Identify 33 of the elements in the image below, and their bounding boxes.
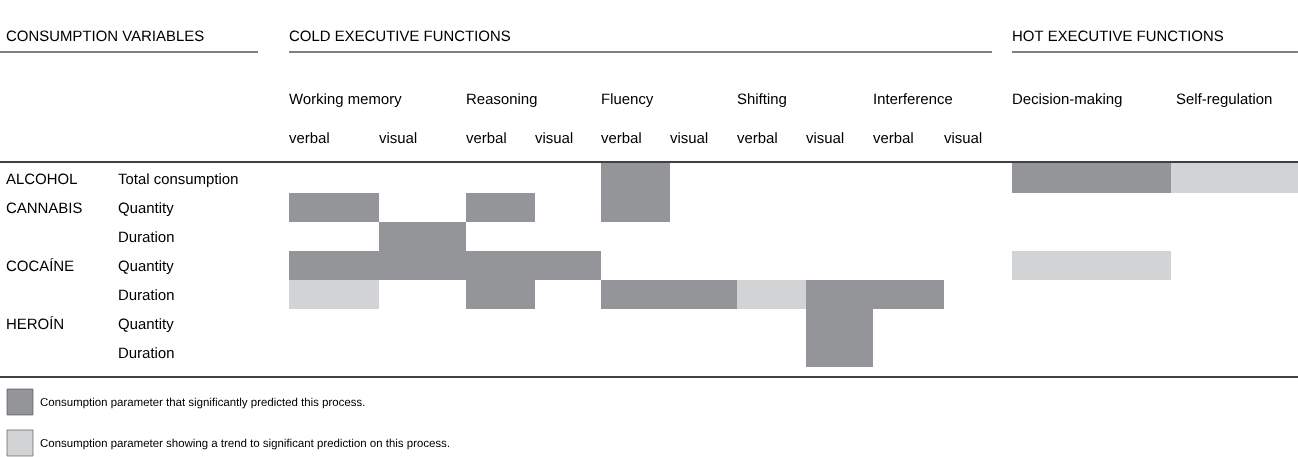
row-label: Duration xyxy=(119,289,174,301)
row-label: Duration xyxy=(119,231,174,243)
column-heading: Shifting xyxy=(737,93,786,108)
column-heading: verbal xyxy=(601,132,641,144)
row-label: ALCOHOL xyxy=(6,173,77,185)
column-heading: visual xyxy=(944,132,982,144)
row-label: HEROÍN xyxy=(7,316,63,330)
legend-text: Consumption parameter showing a trend to significant prediction on this process. xyxy=(40,438,449,450)
row-label: Duration xyxy=(119,347,174,359)
column-heading: Working memory xyxy=(289,93,402,108)
row-label: Total consumption xyxy=(118,173,238,188)
row-label: Quantity xyxy=(118,318,174,333)
column-heading: verbal xyxy=(289,132,329,144)
row-label: Quantity xyxy=(118,202,174,217)
column-heading: visual xyxy=(670,132,708,144)
column-heading: verbal xyxy=(737,132,777,144)
legend-text: Consumption parameter that significantly predicted this process. xyxy=(40,397,365,409)
column-heading: Decision-making xyxy=(1013,93,1122,108)
row-label: CANNABIS xyxy=(6,202,82,214)
row-label: COCAÍNE xyxy=(6,258,74,272)
column-heading: visual xyxy=(535,132,573,144)
column-heading: verbal xyxy=(873,132,913,144)
column-heading: visual xyxy=(379,132,417,144)
column-heading: visual xyxy=(806,132,844,144)
row-label: Quantity xyxy=(118,260,174,275)
column-heading: verbal xyxy=(466,132,506,144)
column-heading: Interference xyxy=(874,93,953,105)
column-heading: CONSUMPTION VARIABLES xyxy=(6,30,204,42)
column-heading: Reasoning xyxy=(467,93,537,108)
column-heading: COLD EXECUTIVE FUNCTIONS xyxy=(289,30,510,42)
column-heading: Fluency xyxy=(602,93,654,108)
column-heading: HOT EXECUTIVE FUNCTIONS xyxy=(1013,30,1223,42)
column-heading: Self-regulation xyxy=(1176,93,1272,108)
